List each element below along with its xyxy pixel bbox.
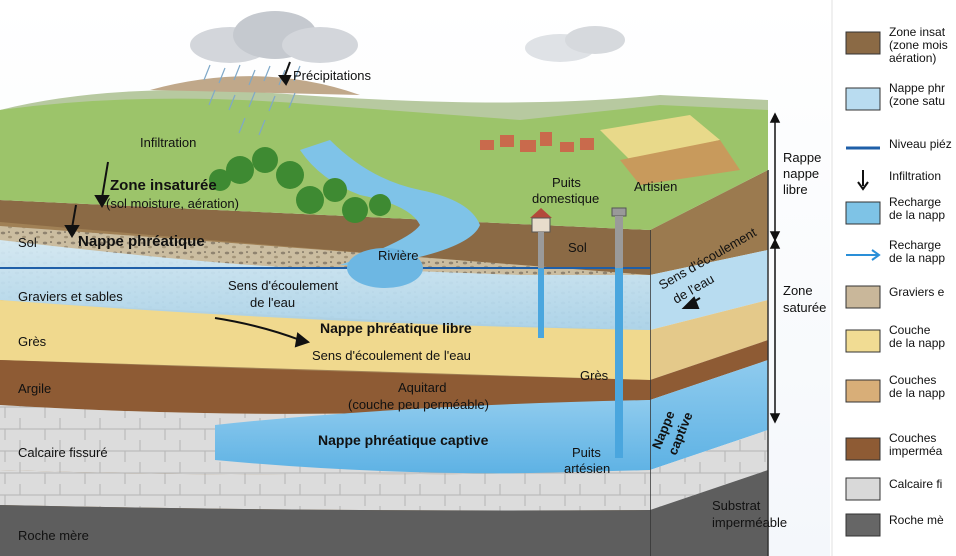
legend-label: Zone insat [889, 25, 946, 39]
label-rappe-3: libre [783, 182, 808, 197]
legend-item: Nappe phr(zone satu [845, 81, 945, 111]
label-graviers: Graviers et sables [18, 289, 123, 304]
label-puits-art-1: Puits [572, 445, 601, 460]
legend-swatch [845, 201, 881, 225]
label-sens-ecoul-long: Sens d'écoulement de l'eau [312, 348, 471, 363]
label-calcaire: Calcaire fissuré [18, 445, 108, 460]
legend-item: Roche mè [845, 513, 944, 537]
label-gres-left: Grès [18, 334, 47, 349]
label-zone-sat-2: saturée [783, 300, 826, 315]
label-rappe-1: Rappe [783, 150, 821, 165]
label-roche: Roche mère [18, 528, 89, 543]
flow-arrows [214, 296, 701, 348]
river-bed [347, 248, 423, 288]
label-substrat-1: Substrat [712, 498, 761, 513]
rain [203, 64, 301, 136]
label-nappe-phreatique: Nappe phréatique [78, 233, 205, 250]
legend-label: aération) [889, 51, 936, 65]
legend-label: de la napp [889, 251, 945, 265]
legend-label: Couche [889, 323, 931, 337]
legend-swatch [845, 477, 881, 501]
legend-swatch [845, 513, 881, 537]
legend-item: Calcaire fi [845, 477, 942, 501]
landscape-surface [0, 76, 768, 288]
label-sens-ecoul-1: Sens d'écoulement [228, 278, 339, 293]
label-zone-sat-1: Zone [783, 283, 813, 298]
side-brackets [769, 112, 781, 424]
legend-label: Couches [889, 373, 936, 387]
label-puits-art-2: artésien [564, 461, 610, 476]
legend-label: de la napp [889, 208, 945, 222]
legend-item: Niveau piéz [846, 137, 952, 151]
label-riviere: Rivière [378, 248, 418, 263]
block-front-face [0, 200, 650, 556]
label-substrat-2: imperméable [712, 515, 787, 530]
legend-swatch [845, 285, 881, 309]
legend-label: (zone mois [889, 38, 948, 52]
infiltration-arrows [64, 61, 292, 238]
legend-label: Nappe phr [889, 81, 945, 95]
label-aquitard-2: (couche peu perméable) [348, 397, 489, 412]
legend-item: Infiltration [857, 169, 941, 191]
label-infiltration: Infiltration [140, 135, 196, 150]
label-precipitations: Précipitations [293, 68, 372, 83]
label-nappe-captive: Nappe phréatique captive [318, 432, 489, 448]
legend-swatch [845, 329, 881, 353]
label-sens-ecoul-2: de l'eau [250, 295, 295, 310]
legend-label: Recharge [889, 238, 941, 252]
label-rappe-2: nappe [783, 166, 819, 181]
label-sol-right: Sol [568, 240, 587, 255]
label-aquitard-1: Aquitard [398, 380, 446, 395]
legend-label: Niveau piéz [889, 137, 952, 151]
label-gres-right: Grès [580, 368, 609, 383]
legend-swatch [845, 31, 881, 55]
label-argile: Argile [18, 381, 51, 396]
legend-label: Recharge [889, 195, 941, 209]
legend-label: Calcaire fi [889, 477, 942, 491]
legend-label: imperméa [889, 444, 943, 458]
label-puits-dom-2: domestique [532, 191, 599, 206]
legend-label: Roche mè [889, 513, 944, 527]
legend-swatch [845, 437, 881, 461]
legend-label: de la napp [889, 386, 945, 400]
label-puits-dom-1: Puits [552, 175, 581, 190]
legend-label: de la napp [889, 336, 945, 350]
arrow-right-icon [846, 249, 881, 261]
label-zone-insaturee: Zone insaturée [110, 177, 217, 194]
legend-label: Graviers e [889, 285, 945, 299]
cloud [190, 11, 625, 63]
label-sol-left: Sol [18, 235, 37, 250]
legend-swatch [845, 87, 881, 111]
legend-label: Infiltration [889, 169, 941, 183]
artesian-well [611, 207, 627, 458]
label-zone-insaturee-sub: (sol moisture, aération) [106, 196, 239, 211]
label-nappe-libre: Nappe phréatique libre [320, 320, 472, 336]
arrow-down-icon [857, 170, 869, 191]
legend-item: Graviers e [845, 285, 945, 309]
legend-swatch [845, 379, 881, 403]
legend-label: (zone satu [889, 94, 945, 108]
label-artesien: Artisien [634, 179, 677, 194]
legend-label: Couches [889, 431, 936, 445]
domestic-well [530, 208, 552, 338]
